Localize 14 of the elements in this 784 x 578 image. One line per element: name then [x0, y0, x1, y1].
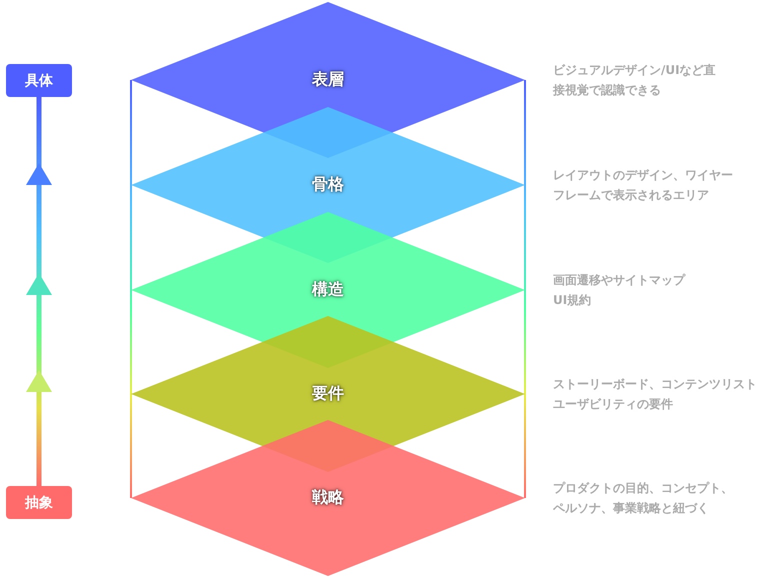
layer-label: 要件	[312, 384, 344, 404]
layer-label: 骨格	[312, 174, 344, 196]
layer-description: レイアウトのデザイン、ワイヤーフレームで表示されるエリア	[553, 167, 734, 204]
layer-label: 戦略	[312, 488, 344, 508]
layer-description: 画面遷移やサイトマップUI規約	[553, 272, 686, 309]
layer-description: ビジュアルデザイン/UIなど直接視覚で認識できる	[553, 62, 717, 99]
layer-label: 表層	[312, 70, 344, 90]
layer-plane	[131, 420, 525, 576]
level-tag: 具体	[6, 64, 72, 97]
layer-label: 構造	[312, 280, 344, 300]
arrow	[26, 97, 52, 486]
level-tag: 抽象	[6, 486, 72, 519]
layer-description: プロダクトの目的、コンセプト、ペルソナ、事業戦略と紐づく	[553, 480, 734, 517]
layer-description: ストーリーボード、コンテンツリストユーザビリティの要件	[553, 376, 758, 413]
